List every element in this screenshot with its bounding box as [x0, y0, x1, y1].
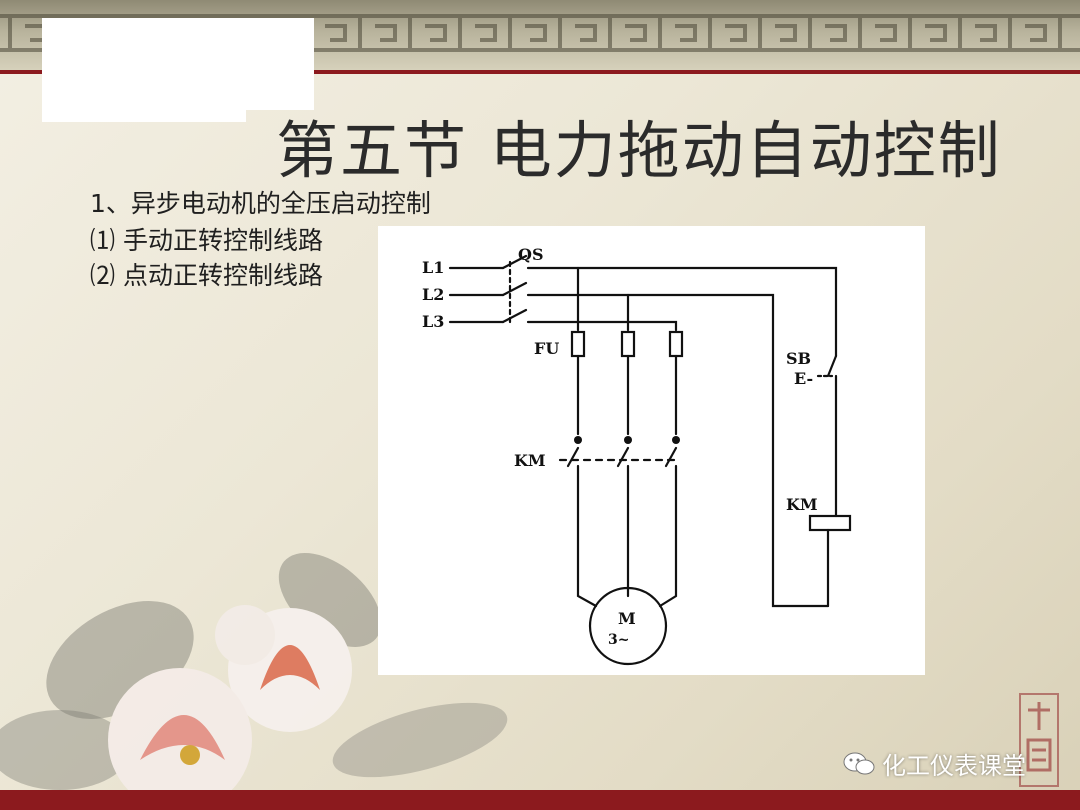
label-motor-sub: 3~: [608, 632, 629, 648]
header-red-rule: [0, 70, 1080, 74]
watermark: 化工仪表课堂: [842, 746, 1026, 781]
label-sb: SB: [786, 349, 811, 368]
slide-title: 第五节 电力拖动自动控制: [276, 114, 1002, 187]
label-motor: M: [618, 609, 636, 628]
bottom-red-band: [0, 790, 1080, 810]
label-km-coil: KM: [786, 495, 818, 514]
label-e: E-: [794, 369, 813, 388]
circuit-schematic: L1 L2 L3 QS FU KM SB E- KM M 3~: [422, 245, 852, 666]
label-l2: L2: [422, 285, 444, 304]
label-qs: QS: [518, 245, 544, 264]
flower-decoration: [0, 553, 508, 810]
china-seal-decoration: [1019, 693, 1059, 787]
subtitle-line-3: ⑵ 点动正转控制线路: [90, 261, 323, 290]
watermark-text: 化工仪表课堂: [882, 752, 1026, 780]
label-km-contacts: KM: [514, 451, 546, 470]
circuit-diagram: L1 L2 L3 QS FU KM SB E- KM M 3~: [378, 226, 925, 675]
label-fu: FU: [534, 339, 559, 358]
subtitle-line-1: 1、异步电动机的全压启动控制: [90, 189, 431, 218]
logo-cover-wide: [42, 18, 314, 110]
wechat-icon: [843, 752, 875, 774]
label-l1: L1: [422, 258, 444, 277]
label-l3: L3: [422, 312, 444, 331]
subtitle-line-2: ⑴ 手动正转控制线路: [90, 226, 323, 255]
